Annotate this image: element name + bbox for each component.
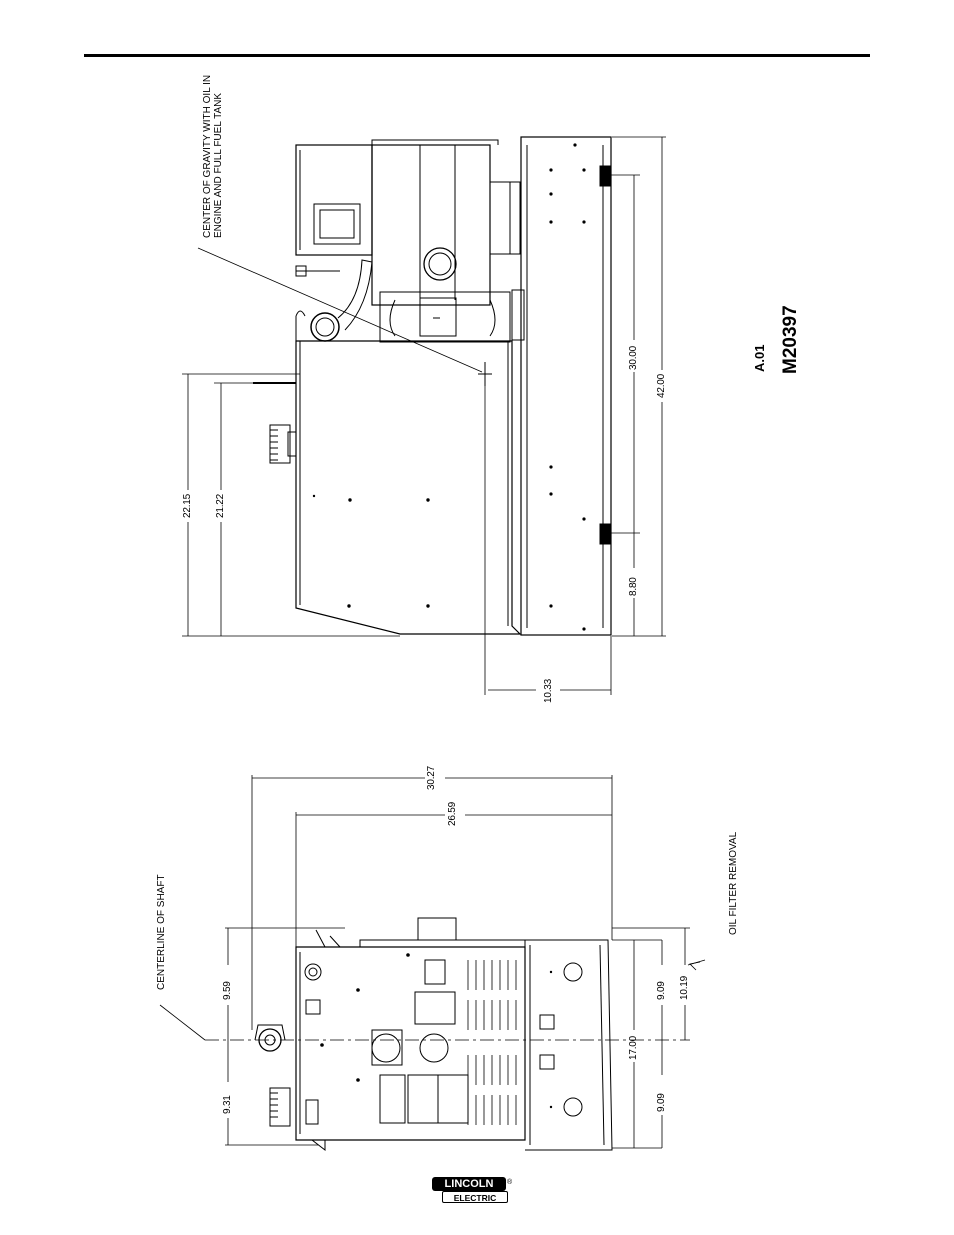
cg-note: CENTER OF GRAVITY WITH OIL IN ENGINE AND… [202,75,224,238]
drawing-number: M20397 [780,305,801,374]
logo-registered-mark: ® [507,1179,513,1186]
dim-10-33: 10.33 [543,678,554,703]
dim-10-19: 10.19 [679,975,690,1000]
lincoln-electric-logo: LINCOLN ® ELECTRIC [432,1177,512,1205]
dim-17-00: 17.00 [628,1035,639,1060]
dim-9-59: 9.59 [222,981,233,1000]
dim-8-80: 8.80 [628,577,639,596]
top-view-dimensions [182,136,666,695]
cg-note-line2: ENGINE AND FULL FUEL TANK [213,92,224,238]
dim-42-00: 42.00 [656,373,667,398]
top-view-machine [197,136,612,695]
logo-line2: ELECTRIC [442,1191,508,1203]
dim-9-09-bottom: 9.09 [656,1093,667,1112]
front-view-machine [254,917,613,1152]
dim-9-09-top: 9.09 [656,981,667,1000]
dim-9-31: 9.31 [222,1095,233,1114]
dim-30-27: 30.27 [426,765,437,790]
cg-note-line1: CENTER OF GRAVITY WITH OIL IN [202,74,213,238]
dim-26-59: 26.59 [447,801,458,826]
front-view-dimensions [159,775,706,1149]
centerline-label: CENTERLINE OF SHAFT [156,874,167,990]
dim-21-22: 21.22 [215,493,226,518]
oil-filter-label: OIL FILTER REMOVAL [728,831,739,935]
header-rule [84,54,870,57]
dim-30-00: 30.00 [628,345,639,370]
logo-line1: LINCOLN [432,1177,506,1191]
revision-label: A.01 [752,344,767,372]
dim-22-15: 22.15 [182,493,193,518]
